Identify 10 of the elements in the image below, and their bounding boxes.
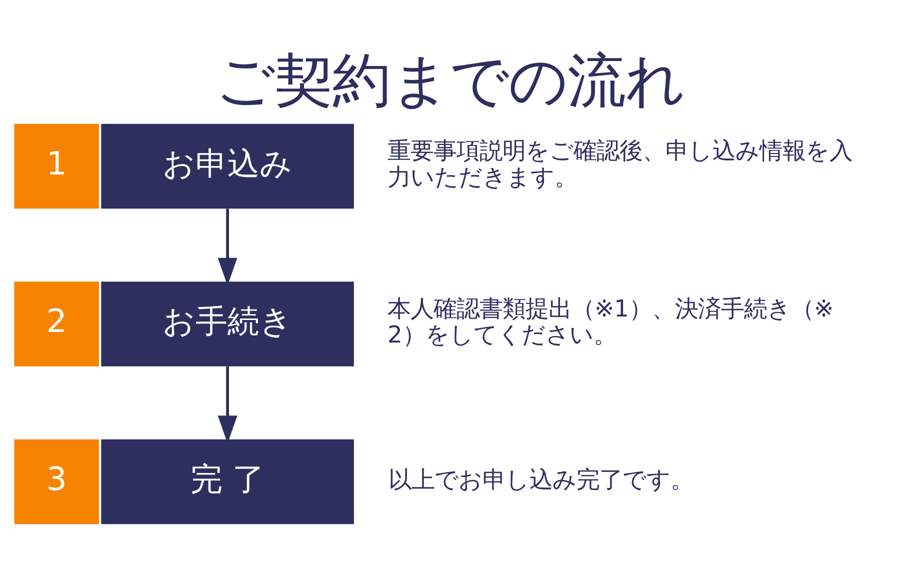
node-box: 1 — [14, 123, 99, 208]
node-box: 3 — [14, 438, 99, 524]
node-box: お申込み — [101, 123, 354, 208]
node-label: 本人確認書類提出（※1）、決済手続き（※2）をしてください。 — [388, 294, 834, 348]
node-label: 以上でお申し込み完了です。 — [388, 464, 694, 493]
node-box: お手続き — [101, 281, 354, 366]
node-label: 重要事項説明をご確認後、申し込み情報を入力いただきます。 — [388, 136, 853, 190]
node-box: 完 了 — [101, 438, 354, 524]
diagram-title: ご契約までの流れ — [216, 46, 684, 114]
node-box: 2 — [14, 281, 99, 366]
